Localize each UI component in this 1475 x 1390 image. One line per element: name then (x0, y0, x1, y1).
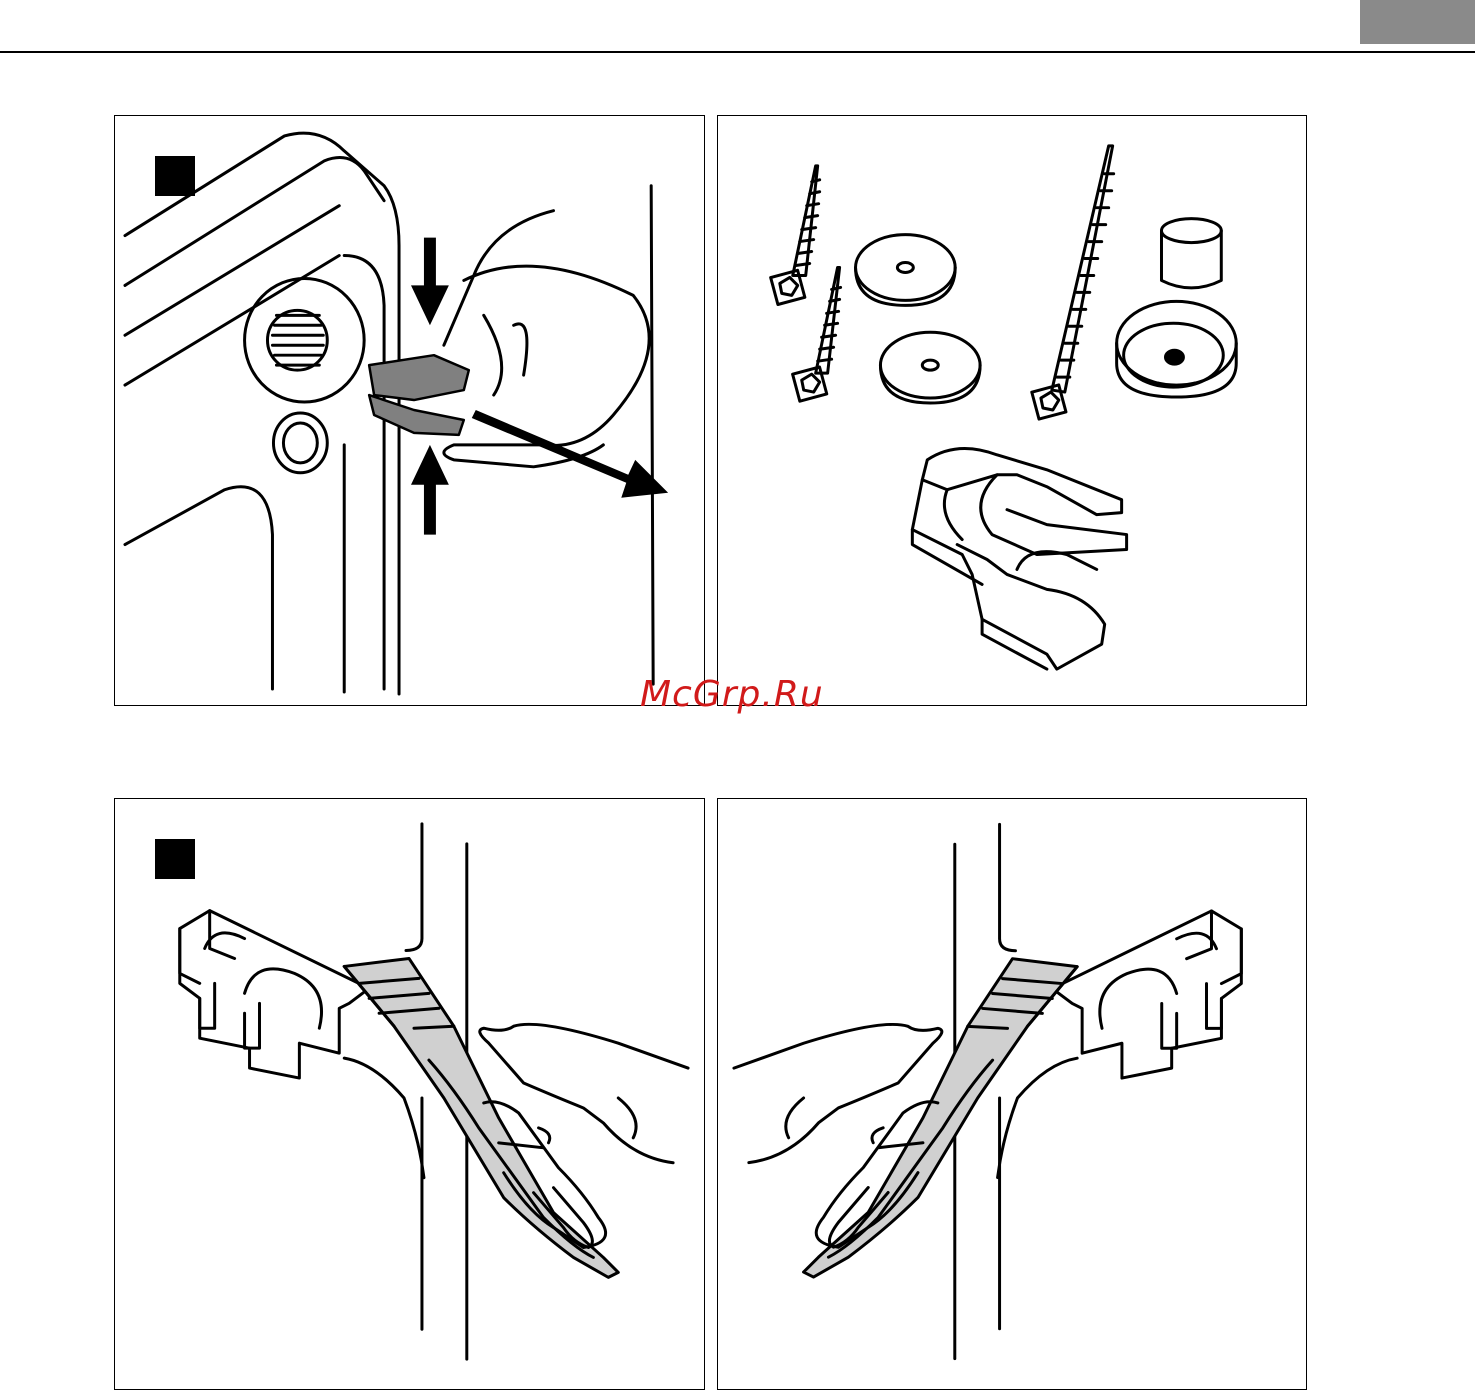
screw-icon (771, 166, 820, 305)
arrow-down-icon (411, 238, 449, 326)
header-rule (0, 51, 1475, 53)
hand-icon (344, 1024, 688, 1247)
watermark: McGrp.Ru (640, 674, 824, 715)
clip-strip-icon (1052, 911, 1241, 1078)
clip-icon (912, 448, 1126, 669)
panel-remove-clip (114, 115, 705, 706)
panel-cut-left (114, 798, 705, 1390)
washer-icon (856, 235, 956, 306)
arrow-up-icon (411, 445, 449, 535)
clip-strip-icon (180, 911, 369, 1078)
panel-mounting-kit (717, 115, 1307, 706)
cutter-knife-icon (344, 958, 618, 1277)
panel-cut-right (717, 798, 1307, 1390)
screw-icon (793, 267, 841, 401)
foot-pad-icon (1117, 219, 1237, 397)
long-screw-icon (1032, 146, 1114, 419)
appliance-corner-icon (115, 116, 704, 705)
hand-icon (734, 1024, 1077, 1247)
hand-icon (444, 186, 653, 684)
section-tab (1360, 0, 1475, 44)
cutter-knife-icon (804, 959, 1078, 1277)
washer-icon (880, 332, 980, 403)
pull-arrow-icon (472, 410, 668, 498)
